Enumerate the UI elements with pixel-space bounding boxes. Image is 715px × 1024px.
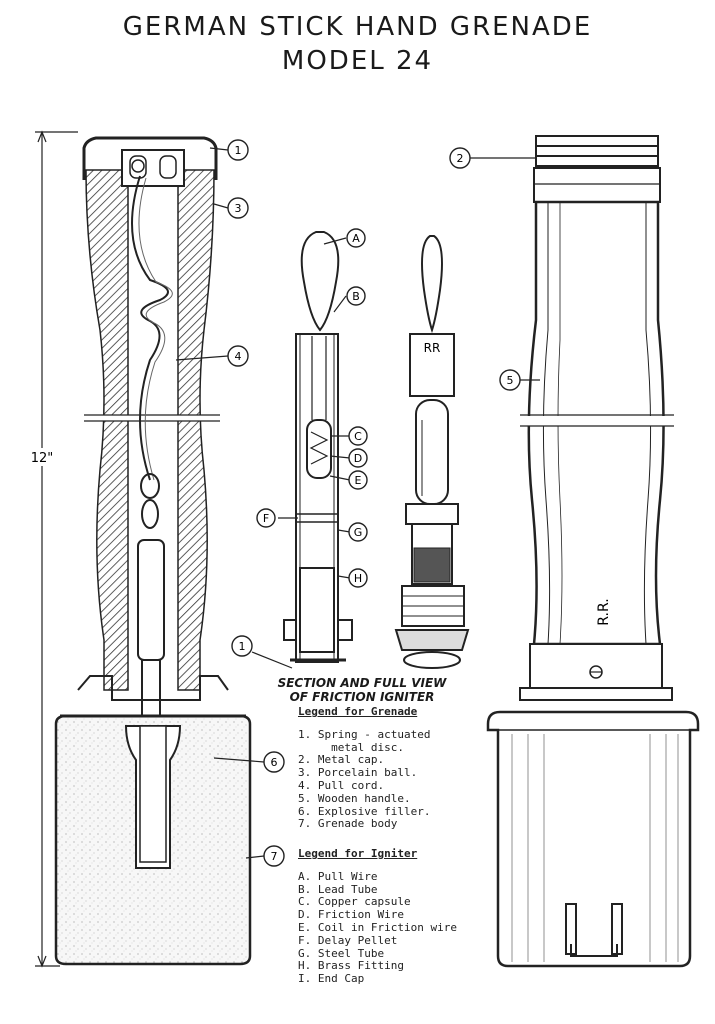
callout-label: G [354, 526, 363, 539]
callout-circle [346, 228, 366, 248]
callout-label: H [354, 572, 362, 585]
callout-circle [449, 147, 471, 169]
callout-label: 1 [235, 144, 242, 157]
diagram-title-line1: GERMAN STICK HAND GRENADE [122, 12, 593, 42]
callout-label: A [352, 232, 360, 245]
callout-circle [263, 845, 285, 867]
callout-circle [348, 522, 368, 542]
callout-label: 4 [235, 350, 242, 363]
legend-igniter-item: E. Coil in Friction wire [298, 920, 457, 934]
legend-igniter-item: H. Brass Fitting [298, 959, 404, 973]
callout-label: 7 [271, 850, 278, 863]
callout-group-numbers: 1 2 3 4 5 6 7 1 [227, 139, 521, 867]
legend-igniter-item: D. Friction Wire [298, 908, 404, 922]
grenade-body [486, 710, 700, 968]
callout-circle [348, 448, 368, 468]
dimension-label: 12" [31, 451, 54, 466]
legend-igniter-title: Legend for Igniter [298, 847, 418, 860]
callout-label: 1 [239, 640, 246, 653]
callout-circle [346, 286, 366, 306]
legend-grenade: Legend for Grenade 1. Spring - actuated … [298, 705, 503, 831]
legend-igniter-item: G. Steel Tube [298, 946, 385, 960]
callout-circle [263, 751, 285, 773]
section-view [54, 136, 252, 966]
callout-circle [348, 568, 368, 588]
igniter-section [283, 231, 353, 663]
callout-label: 6 [271, 756, 278, 769]
callout-label: 3 [235, 202, 242, 215]
handle-wall-left [85, 169, 129, 691]
legend-igniter-item: A. Pull Wire [298, 869, 378, 883]
igniter-caption: SECTION AND FULL VIEW OF FRICTION IGNITE… [252, 676, 472, 704]
dimension-line [35, 130, 78, 968]
callout-circle [227, 197, 249, 219]
callout-circle [227, 139, 249, 161]
legend-igniter-list: A. Pull Wire B. Lead Tube C. Copper caps… [298, 869, 503, 986]
diagram-title-line2: MODEL 24 [281, 46, 434, 76]
legend-grenade-title: Legend for Grenade [298, 705, 418, 718]
legend-igniter-item: B. Lead Tube [298, 882, 378, 896]
legend-grenade-item: 7. Grenade body [298, 817, 398, 831]
metal-cap-section [82, 136, 218, 180]
callout-label: E [355, 474, 362, 487]
callout-label: 5 [507, 374, 514, 387]
igniter-marking: RR [424, 341, 441, 355]
legend-grenade-item: 3. Porcelain ball. [298, 766, 418, 780]
external-view [486, 135, 700, 968]
handle-wall-right [177, 169, 215, 691]
callout-label: C [354, 430, 362, 443]
legend-grenade-list: 1. Spring - actuated metal disc. 2. Meta… [298, 727, 503, 831]
callout-label: B [352, 290, 360, 303]
porcelain-ball [131, 159, 145, 173]
igniter-full-view [394, 235, 470, 669]
callout-circle [499, 369, 521, 391]
legend-grenade-item: 4. Pull cord. [298, 778, 385, 792]
callout-circle [227, 345, 249, 367]
legend-grenade-item: 6. Explosive filler. [298, 804, 431, 818]
legend-igniter-item: F. Delay Pellet [298, 933, 398, 947]
legend-grenade-item: 5. Wooden handle. [298, 791, 411, 805]
handle-marking: R.R. [596, 598, 612, 625]
callout-circle [231, 635, 253, 657]
legend-grenade-item: 1. Spring - actuated [298, 727, 431, 741]
callout-circle [348, 426, 368, 446]
legend-grenade-item: 2. Metal cap. [298, 753, 385, 767]
legend-igniter-item: I. End Cap [298, 972, 365, 986]
pull-cord [131, 175, 169, 481]
legend-igniter-item: C. Copper capsule [298, 895, 411, 909]
callout-label: 2 [457, 152, 464, 165]
callout-circle [348, 470, 368, 490]
callout-label: D [354, 452, 362, 465]
legend-igniter: Legend for Igniter A. Pull Wire B. Lead … [298, 847, 503, 986]
legend-grenade-item: metal disc. [298, 740, 404, 754]
caption-line2: OF FRICTION IGNITER [289, 690, 435, 704]
callout-group-letters: A B CDE F G H [256, 228, 368, 588]
callout-label: F [263, 512, 269, 525]
callout-circle [256, 508, 276, 528]
caption-line1: SECTION AND FULL VIEW [277, 676, 447, 690]
